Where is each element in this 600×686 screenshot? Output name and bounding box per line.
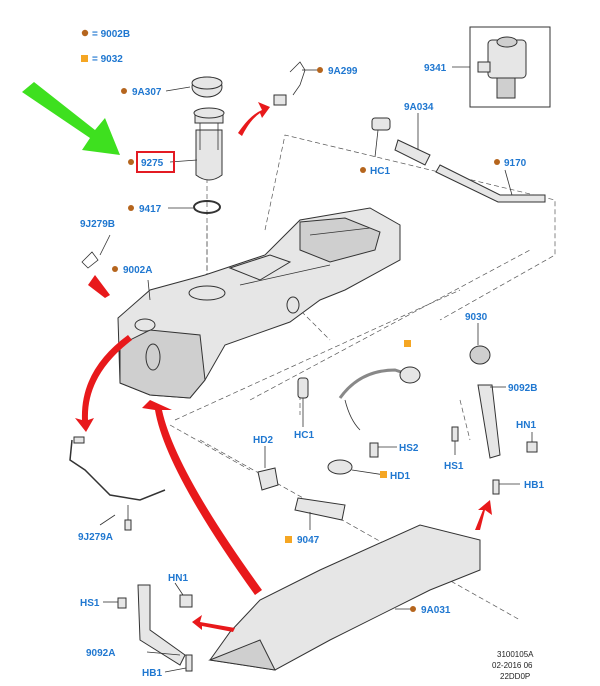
- fuel-pump-module: [191, 76, 225, 214]
- callout-hn1-right: HN1: [516, 420, 536, 431]
- callout-hd1: HD1: [390, 471, 410, 482]
- callout-labels: 9A307 9275 9417 9J279B 9002A 9A299 9341 …: [78, 63, 544, 679]
- red-rectangle-highlight-icon: [136, 151, 175, 173]
- leader-lines: [99, 66, 533, 673]
- bullet-square-icon: [404, 340, 411, 347]
- callout-9a307: 9A307: [132, 87, 162, 98]
- reference-line-3: 22DD0P: [500, 672, 530, 681]
- fuel-tank: [117, 207, 401, 399]
- callout-9a034: 9A034: [404, 102, 434, 113]
- callout-9002a: 9002A: [123, 265, 152, 276]
- callout-9j279b: 9J279B: [80, 219, 115, 230]
- heat-shield: [208, 524, 481, 671]
- callout-hb1-right: HB1: [524, 480, 544, 491]
- callout-9j279a: 9J279A: [78, 532, 113, 543]
- reference-line-1: 3100105A: [497, 650, 534, 659]
- bullet-dot-icon: [121, 88, 127, 94]
- bullet-dot-icon: [360, 167, 366, 173]
- filler-hoses-upper: [371, 117, 546, 203]
- callout-hs2: HS2: [399, 443, 419, 454]
- callout-9030: 9030: [465, 312, 488, 323]
- green-arrow-icon: [22, 82, 120, 155]
- callout-9a299: 9A299: [328, 66, 358, 77]
- callout-9170: 9170: [504, 158, 527, 169]
- bullet-square-icon: [285, 536, 292, 543]
- legend-square-text: = 9032: [92, 54, 123, 65]
- callout-hn1-left: HN1: [168, 573, 188, 584]
- tank-strap-left: [117, 584, 193, 672]
- callout-hs1-left: HS1: [80, 598, 100, 609]
- bullet-dot-icon: [128, 205, 134, 211]
- wiring-harness: [69, 251, 166, 531]
- red-arrows: [75, 102, 492, 632]
- callout-hc1-mid: HC1: [294, 430, 314, 441]
- callout-9341: 9341: [424, 63, 447, 74]
- bullet-dot-icon: [317, 67, 323, 73]
- bullet-square-icon: [380, 471, 387, 478]
- callout-hc1-top: HC1: [370, 166, 390, 177]
- legend-square-icon: [81, 55, 88, 62]
- callout-hd2: HD2: [253, 435, 273, 446]
- bullet-dot-icon: [128, 159, 134, 165]
- filler-neck-assembly: [257, 345, 538, 521]
- bullet-dot-icon: [494, 159, 500, 165]
- callout-9417: 9417: [139, 204, 162, 215]
- reference-block: 3100105A 02-2016 06 22DD0P: [492, 650, 534, 681]
- sensor-9341: [469, 26, 551, 108]
- callout-bullets: [112, 67, 500, 612]
- legend: = 9002B = 9032: [81, 29, 130, 65]
- bullet-dot-icon: [410, 606, 416, 612]
- callout-9092a: 9092A: [86, 648, 115, 659]
- fuel-level-sender: [273, 61, 306, 106]
- callout-9a031: 9A031: [421, 605, 451, 616]
- reference-line-2: 02-2016 06: [492, 661, 533, 670]
- legend-dot-text: = 9002B: [92, 29, 130, 40]
- callout-9275: 9275: [141, 158, 164, 169]
- callout-9092b: 9092B: [508, 383, 537, 394]
- callout-hb1-left: HB1: [142, 668, 162, 679]
- legend-dot-icon: [81, 29, 89, 37]
- callout-hs1-right: HS1: [444, 461, 464, 472]
- bullet-dot-icon: [112, 266, 118, 272]
- callout-9047: 9047: [297, 535, 320, 546]
